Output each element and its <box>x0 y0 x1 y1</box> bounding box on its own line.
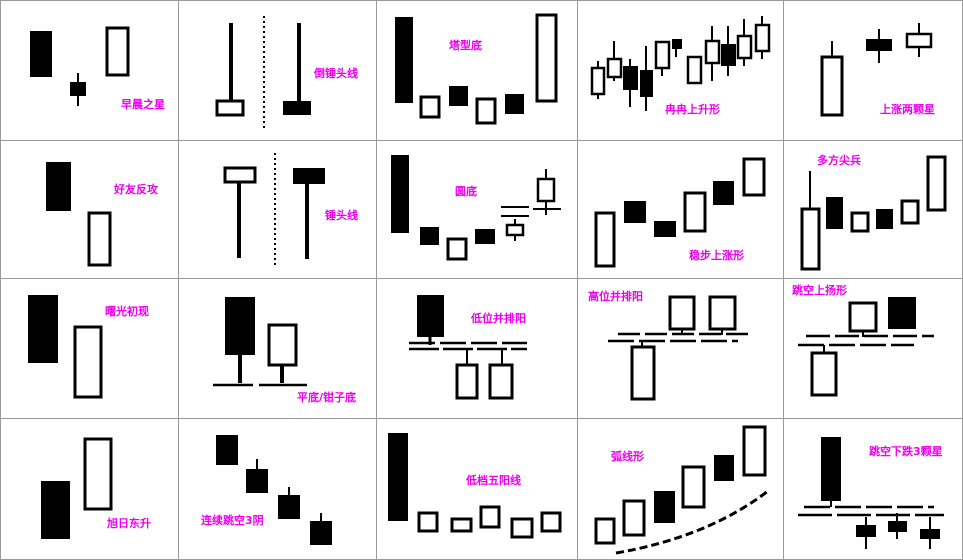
pattern-label: 锤头线 <box>325 209 358 222</box>
pattern-cell-rising-sun: 旭日东升 <box>0 418 179 560</box>
hammer-diagram <box>223 153 325 265</box>
pattern-cell-tower-bottom: 塔型底 <box>376 0 578 141</box>
pattern-label: 好友反攻 <box>114 183 158 196</box>
pattern-label: 低档五阳线 <box>466 474 521 487</box>
steady-rise-diagram <box>594 157 766 268</box>
low-five-yang-diagram <box>388 433 562 539</box>
pattern-cell-hammer: 锤头线 <box>178 140 377 279</box>
three-soldiers-diagram <box>800 155 947 271</box>
pattern-label: 旭日东升 <box>107 517 151 530</box>
pattern-label: 平底/钳子底 <box>297 391 357 404</box>
gap-up-raise-diagram <box>798 297 934 397</box>
pattern-cell-rising-two-stars: 上涨两颗星 <box>783 0 963 141</box>
pattern-label: 上涨两颗星 <box>880 103 935 116</box>
pattern-label: 稳步上涨形 <box>689 249 744 262</box>
pattern-label: 塔型底 <box>449 39 482 52</box>
inverted-hammer-diagram <box>215 16 311 129</box>
gap-down-three-stars-diagram <box>798 437 944 549</box>
pattern-cell-high-side-by-side-yang: 高位并排阳 <box>577 278 784 419</box>
pattern-cell-low-five-yang: 低档五阳线 <box>376 418 578 560</box>
pattern-label: 早晨之星 <box>121 98 165 111</box>
pattern-cell-flat-bottom: 平底/钳子底 <box>178 278 377 419</box>
pattern-label: 倒锤头线 <box>314 67 358 80</box>
pattern-cell-arc-shape: 弧线形 <box>577 418 784 560</box>
flat-bottom-diagram <box>213 297 307 387</box>
pattern-cell-three-gap-yin: 连续跳空3阴 <box>178 418 377 560</box>
pattern-label: 高位并排阳 <box>588 290 643 303</box>
pattern-label: 圆底 <box>455 185 477 198</box>
friendly-counterattack-diagram <box>46 162 112 267</box>
rising-sun-diagram <box>41 437 113 539</box>
low-side-by-side-yang-diagram <box>409 295 527 400</box>
pattern-label: 跳空下跌3颗星 <box>869 445 943 458</box>
pattern-cell-three-soldiers: 多方尖兵 <box>783 140 963 279</box>
rising-two-stars-diagram <box>820 23 933 117</box>
pattern-label: 曙光初现 <box>105 305 149 318</box>
pattern-label: 多方尖兵 <box>817 154 861 167</box>
arc-shape-diagram <box>594 425 769 555</box>
pattern-cell-morning-star: 早晨之星 <box>0 0 179 141</box>
first-light-diagram <box>28 295 103 399</box>
pattern-label: 冉冉上升形 <box>665 103 720 116</box>
pattern-label: 低位并排阳 <box>471 312 526 325</box>
pattern-cell-round-bottom: 圆底 <box>376 140 578 279</box>
pattern-cell-rising-steadily: 冉冉上升形 <box>577 0 784 141</box>
morning-star-diagram <box>30 26 130 106</box>
pattern-cell-inverted-hammer: 倒锤头线 <box>178 0 377 141</box>
pattern-cell-steady-rise: 稳步上涨形 <box>577 140 784 279</box>
pattern-cell-gap-down-three-stars: 跳空下跌3颗星 <box>783 418 963 560</box>
pattern-label: 连续跳空3阴 <box>201 514 264 527</box>
pattern-label: 跳空上扬形 <box>792 284 847 297</box>
pattern-cell-low-side-by-side-yang: 低位并排阳 <box>376 278 578 419</box>
pattern-label: 弧线形 <box>611 450 644 463</box>
tower-bottom-diagram <box>395 13 558 125</box>
rising-steadily-diagram <box>590 16 771 111</box>
three-gap-yin-diagram <box>216 435 332 545</box>
round-bottom-diagram <box>391 155 561 261</box>
pattern-cell-gap-up-raise: 跳空上扬形 <box>783 278 963 419</box>
pattern-cell-friendly-counterattack: 好友反攻 <box>0 140 179 279</box>
pattern-cell-first-light: 曙光初现 <box>0 278 179 419</box>
high-side-by-side-yang-diagram <box>608 295 748 401</box>
